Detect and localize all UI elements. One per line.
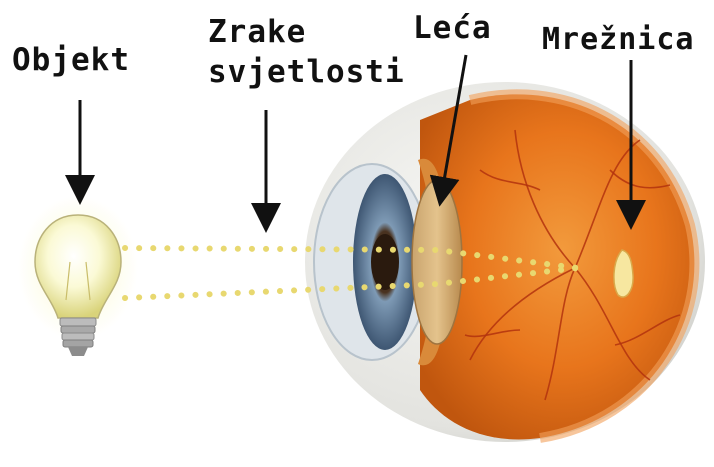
lens-label: Leća: [413, 10, 492, 46]
light-rays-label-line1: Zrake: [208, 14, 306, 50]
eye-cross-section-icon: [305, 82, 705, 442]
light-rays-label-line2: svjetlosti: [208, 54, 405, 90]
light-bulb-icon: [18, 196, 138, 356]
object-label: Objekt: [12, 42, 130, 78]
retina-label: Mrežnica: [542, 22, 695, 57]
